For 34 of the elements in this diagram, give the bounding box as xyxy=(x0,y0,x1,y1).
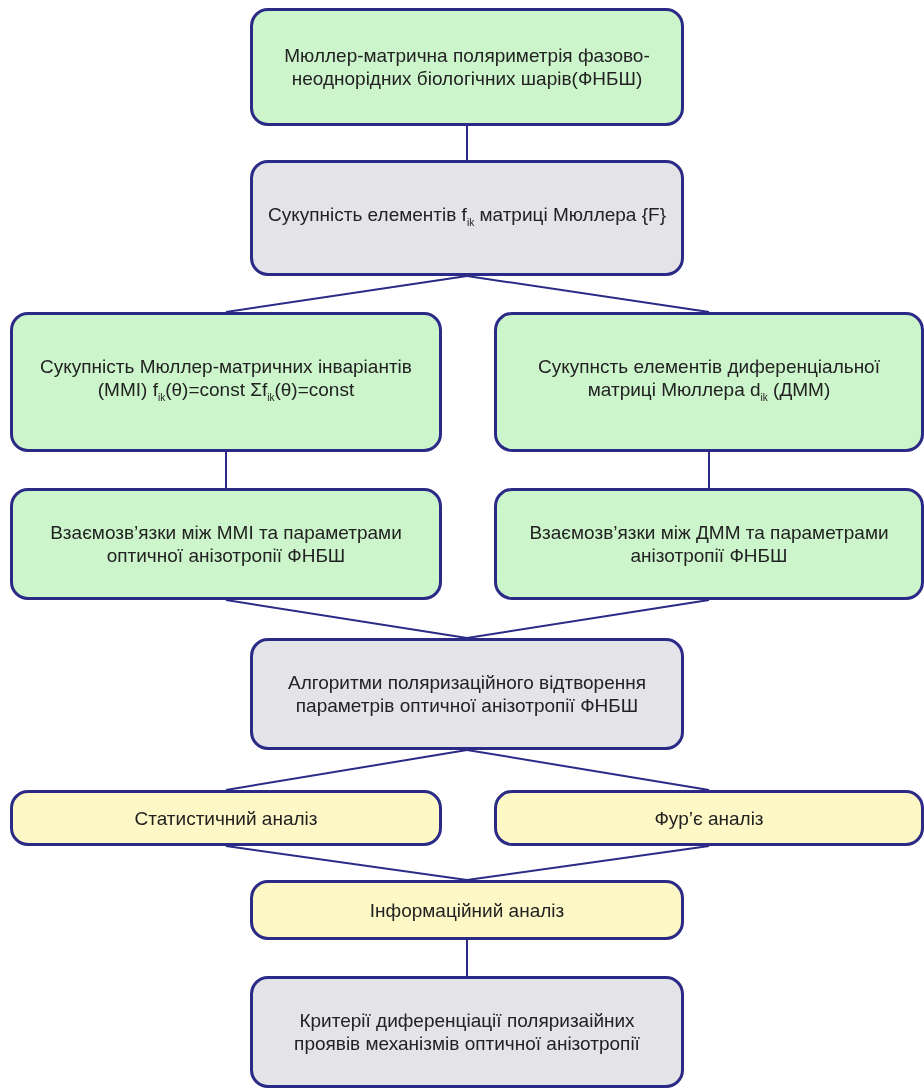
process-box xyxy=(10,312,442,452)
process-box xyxy=(494,790,924,846)
connector-line xyxy=(466,125,468,161)
process-box xyxy=(250,8,684,126)
box-text: Критерії диференціації поляризаійних проявів механізмів оптичної анізотропії xyxy=(293,1009,641,1055)
connector-line xyxy=(225,451,227,489)
box-text: Фур’є аналіз xyxy=(654,806,764,830)
box-text: Взаємозв’язки між ДММ та параметрами анізотропії ФНБШ xyxy=(528,521,890,567)
process-box xyxy=(10,488,442,600)
process-box xyxy=(250,976,684,1088)
box-text: Алгоритми поляризаційного відтворення параметрів оптичної анізотропії ФНБШ xyxy=(286,671,647,717)
connector-line xyxy=(225,275,468,313)
connector-line xyxy=(466,599,710,639)
connector-line xyxy=(466,939,468,977)
process-box xyxy=(250,638,684,750)
process-box xyxy=(10,790,442,846)
box-text: Сукупність елементів f$_{ik}$ матриці Мюллера {F} xyxy=(268,202,666,230)
connector-line xyxy=(225,749,468,791)
process-box xyxy=(250,880,684,940)
process-box xyxy=(494,488,924,600)
connector-line xyxy=(225,845,468,881)
connector-line xyxy=(466,845,710,881)
connector-line xyxy=(708,451,710,489)
process-box xyxy=(494,312,924,452)
connector-line xyxy=(225,599,468,639)
connector-line xyxy=(466,275,710,313)
box-text: Сукупнсть елементів диференціальної матриці Мюллера d$_{ik}$ (ДММ) xyxy=(537,355,881,405)
box-text: Взаємозв’язки між MMI та параметрами оптичної анізотропії ФНБШ xyxy=(49,521,403,567)
process-box xyxy=(250,160,684,276)
box-text: Сукупність Мюллер-матричних інваріантів (MMI) f$_{ik}$(θ)=const Σf$_{ik}$(θ)=const xyxy=(39,355,413,405)
box-text: Статистичний аналіз xyxy=(134,806,318,830)
connector-line xyxy=(466,749,710,791)
box-text: Інформаційний аналіз xyxy=(369,898,565,922)
box-text: Мюллер-матрична поляриметрія фазово-неоднорідних біологічних шарів(ФНБШ) xyxy=(283,44,651,90)
